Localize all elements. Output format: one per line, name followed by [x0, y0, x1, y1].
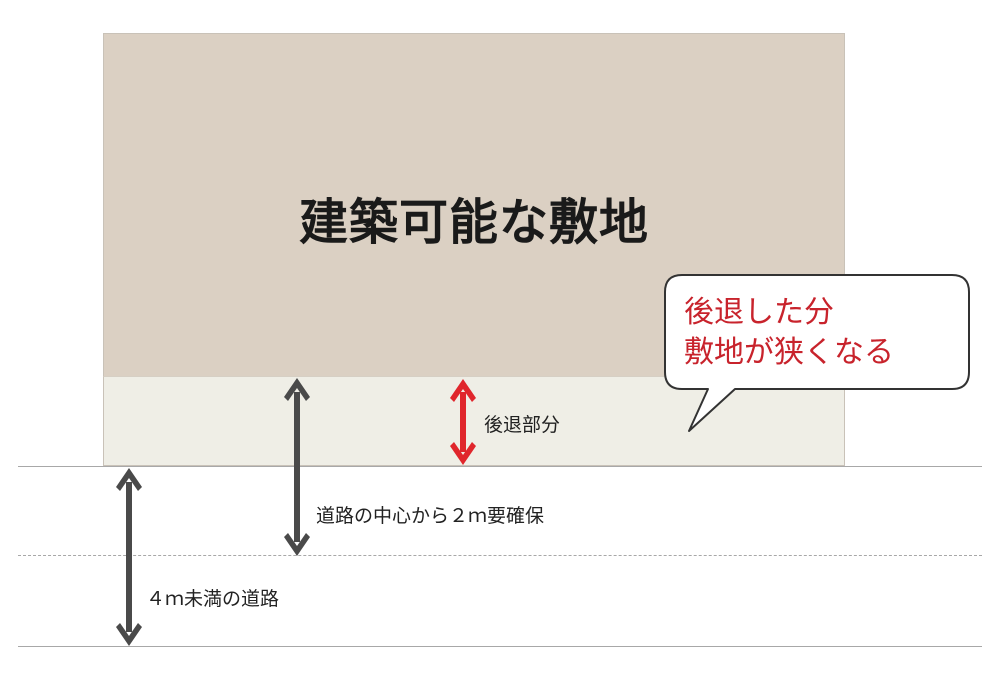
- center-distance-label: 道路の中心から２ｍ要確保: [316, 505, 545, 527]
- setback-arrow: [450, 379, 476, 465]
- road-width-arrow: [116, 468, 142, 646]
- center-distance-arrow: [284, 378, 310, 556]
- road-center-line: [18, 555, 982, 556]
- setback-label: 後退部分: [484, 414, 561, 436]
- callout-text: 後退した分 敷地が狭くなる: [684, 293, 894, 373]
- road-width-label: ４ｍ未満の道路: [146, 588, 280, 610]
- road-edge-line-bottom: [18, 646, 982, 647]
- callout-line-2: 敷地が狭くなる: [684, 335, 894, 370]
- road-edge-line-top: [18, 466, 982, 467]
- callout-line-1: 後退した分: [684, 295, 834, 330]
- buildable-lot-title: 建築可能な敷地: [298, 194, 649, 251]
